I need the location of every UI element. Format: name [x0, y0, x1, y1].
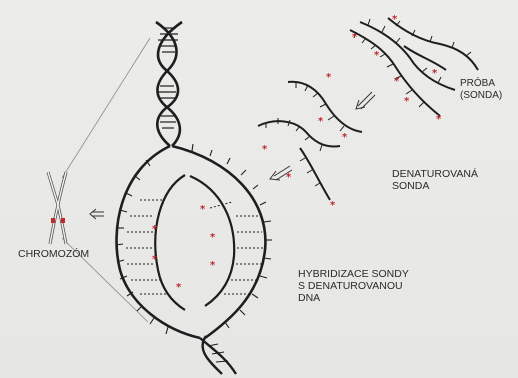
red-star-icon: * [352, 32, 358, 43]
red-star-icon: * [176, 282, 182, 293]
label-hybridization: HYBRIDIZACE SONDY S DENATUROVANOU DNA [298, 268, 409, 304]
red-star-icon: * [330, 200, 336, 211]
label-denatured-probe: DENATUROVANÁ SONDA [392, 168, 478, 192]
label-denatured-line2: SONDA [392, 180, 478, 192]
red-star-icon: * [210, 232, 216, 243]
label-hybridization-line1: HYBRIDIZACE SONDY [298, 268, 409, 280]
red-star-icon: * [342, 132, 348, 143]
red-star-icon: * [152, 224, 158, 235]
label-probe: PRÓBA (SONDA) [460, 78, 502, 102]
red-star-icon: * [404, 96, 410, 107]
red-star-icon: * [432, 68, 438, 79]
red-star-icon: * [394, 76, 400, 87]
red-star-icon: * [210, 260, 216, 271]
red-star-icon: * [262, 144, 268, 155]
red-star-icon: * [318, 116, 324, 127]
chromosome-icon [48, 172, 66, 244]
base-pair-dashes [126, 200, 263, 294]
label-denatured-line1: DENATUROVANÁ [392, 168, 478, 180]
guide-line-upper [62, 38, 150, 178]
dna-double-helix-top [156, 22, 182, 146]
red-star-icon: * [392, 14, 398, 25]
label-hybridization-line2: S DENATUROVANOU [298, 280, 409, 292]
double-arrow-icon [356, 92, 375, 109]
dna-double-helix-bottom [200, 336, 236, 374]
red-star-icon: * [286, 172, 292, 183]
red-star-icon: * [152, 254, 158, 265]
label-hybridization-line3: DNA [298, 292, 409, 304]
red-star-icon: * [200, 204, 206, 215]
red-star-icon: * [326, 72, 332, 83]
label-probe-line2: (SONDA) [460, 90, 502, 102]
label-probe-line1: PRÓBA [460, 78, 502, 90]
label-chromosome: CHROMOZÓM [18, 248, 89, 260]
red-star-icon: * [436, 114, 442, 125]
red-star-icon: * [374, 50, 380, 61]
double-arrow-icon [90, 209, 104, 219]
